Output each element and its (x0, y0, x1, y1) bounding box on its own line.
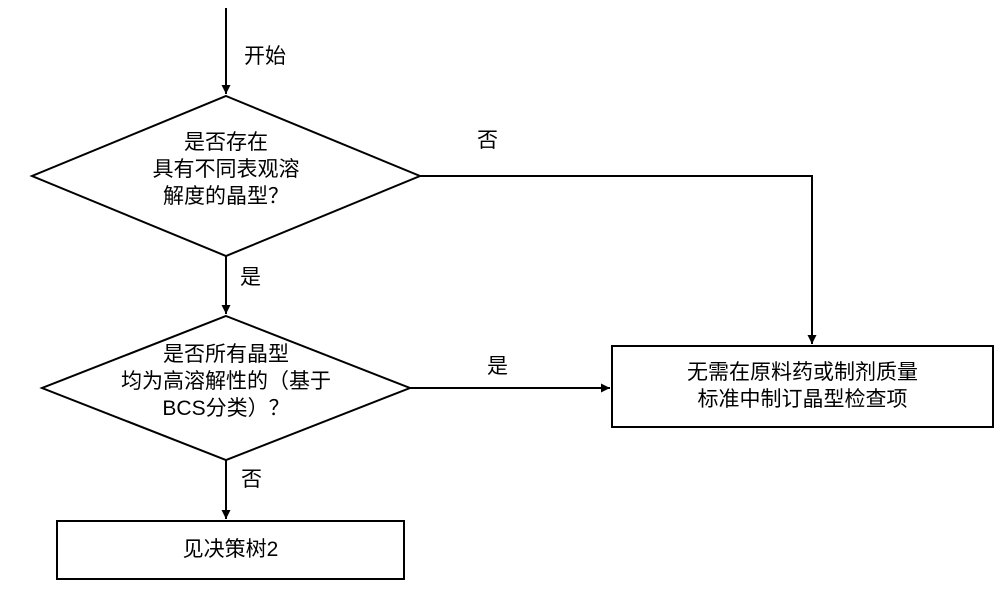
decision2-yes-label: 是 (487, 355, 508, 378)
decision2-line-3: BCS分类）？ (162, 397, 290, 420)
decision2-line-2: 均为高溶解性的（基于 (121, 370, 331, 393)
decision1-no-label: 否 (477, 129, 498, 152)
decision1-line-2: 具有不同表观溶 (152, 158, 300, 181)
decision2-line-1: 是否所有晶型 (163, 343, 289, 366)
decision1-yes-label: 是 (240, 266, 261, 289)
decision1-line-3: 解度的晶型？ (163, 185, 289, 208)
start-label: 开始 (244, 45, 286, 68)
no-test-box-text: 无需在原料药或制剂质量 标准中制订晶型检查项 (612, 359, 993, 413)
decision1-line-1: 是否存在 (184, 131, 268, 154)
no-test-box (611, 345, 994, 428)
no-test-box-line-2: 标准中制订晶型检查项 (697, 388, 908, 411)
decision2-text: 是否所有晶型 均为高溶解性的（基于 BCS分类）？ (26, 341, 426, 422)
decision1-no-connector (420, 175, 817, 344)
next-tree-box (56, 520, 405, 580)
decision1-text: 是否存在 具有不同表观溶 解度的晶型？ (26, 129, 426, 210)
next-tree-box-text: 见决策树2 (182, 538, 279, 561)
decision2-no-label: 否 (241, 468, 262, 491)
no-test-box-line-1: 无需在原料药或制剂质量 (687, 361, 918, 384)
